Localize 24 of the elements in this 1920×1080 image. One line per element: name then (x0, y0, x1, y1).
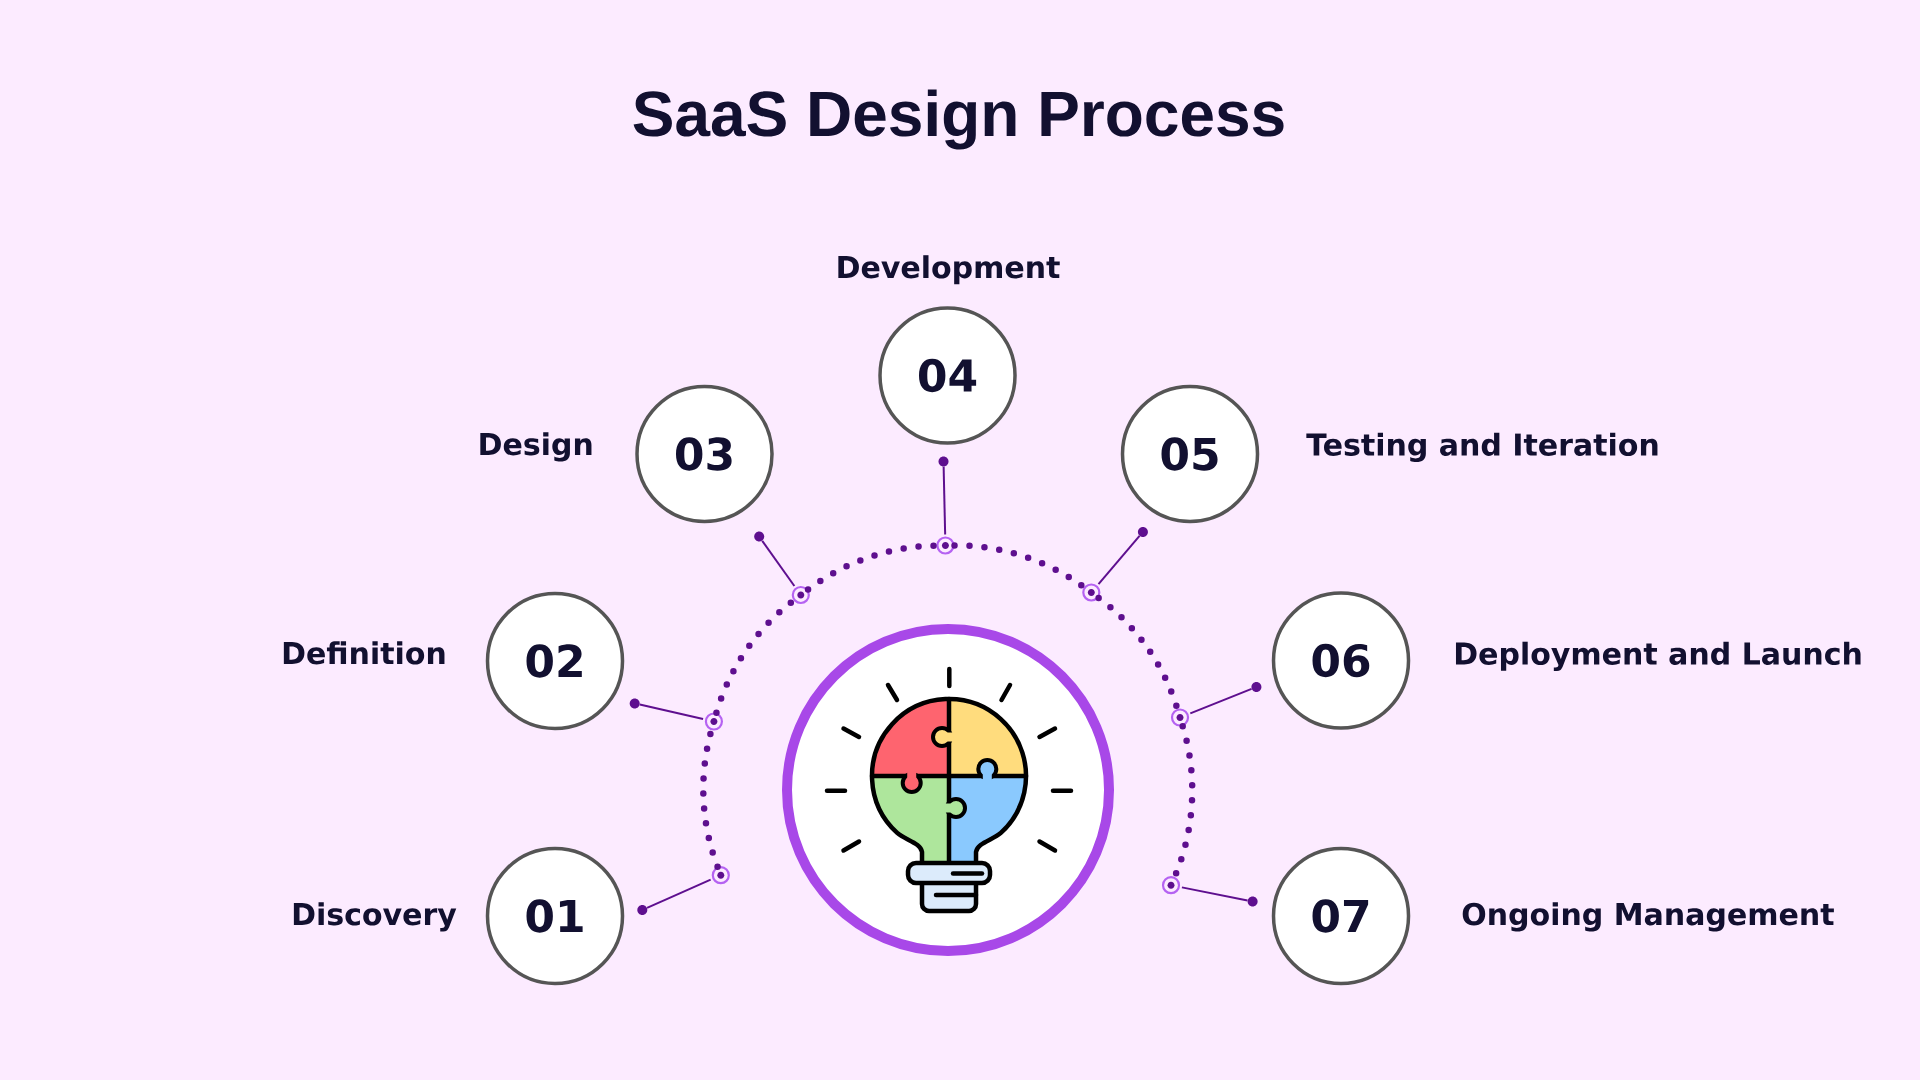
step-label: Testing and Iteration (1306, 432, 1658, 462)
title: SaaS Design Process (633, 89, 1284, 150)
timeline-marker (791, 585, 810, 605)
leader-line (942, 465, 947, 536)
timeline-marker (1161, 876, 1181, 895)
leader-line (646, 878, 712, 909)
timeline-marker (936, 536, 955, 555)
step-label: Design (480, 432, 592, 462)
leader-line (638, 703, 705, 720)
timeline-marker (704, 712, 723, 731)
leader-line (1189, 687, 1253, 715)
timeline-marker (711, 866, 730, 885)
timeline-marker (1170, 708, 1190, 727)
leader-line (761, 539, 796, 587)
step-label: Discovery (293, 902, 457, 932)
step-label: Development (838, 255, 1060, 285)
step-label: Deployment and Launch (1456, 641, 1861, 671)
leader-line (1180, 886, 1249, 902)
step-label: Ongoing Management (1462, 902, 1834, 932)
dotted-arc (713, 597, 797, 716)
leader-line (1097, 534, 1141, 586)
timeline-marker (1082, 583, 1101, 602)
dotted-arc (804, 542, 940, 593)
step-label: Definition (283, 641, 445, 665)
